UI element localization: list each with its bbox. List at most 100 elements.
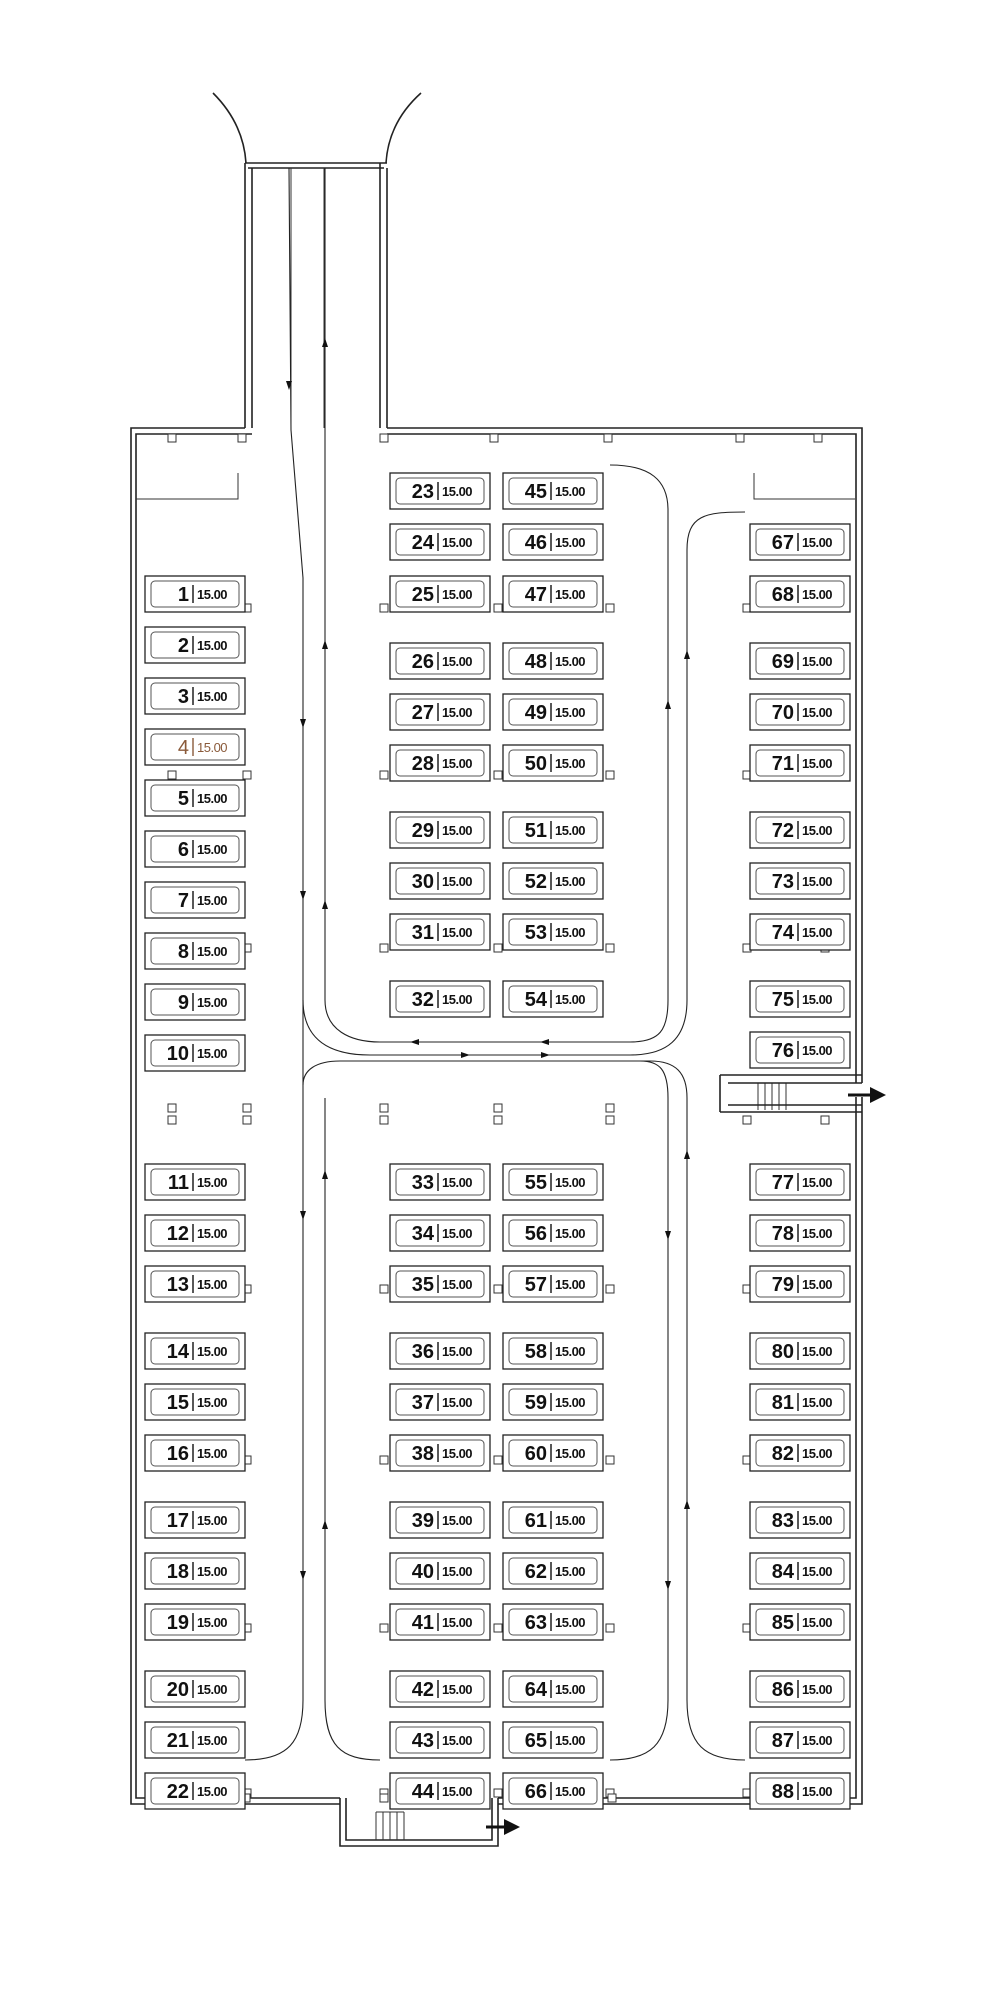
stairs-icon [757, 1083, 787, 1110]
column [493, 770, 503, 780]
lot-plate [755, 1675, 845, 1703]
lot-price: 15.00 [802, 1344, 832, 1359]
entrance-ramp [212, 92, 422, 428]
lot-plate [395, 1608, 485, 1636]
lot-plate [508, 647, 598, 675]
lot-plate [508, 1219, 598, 1247]
lot-number: 9 [178, 992, 189, 1014]
lot-price: 15.00 [555, 925, 585, 940]
lot-number: 16 [167, 1443, 189, 1465]
lot-number: 71 [772, 753, 794, 775]
